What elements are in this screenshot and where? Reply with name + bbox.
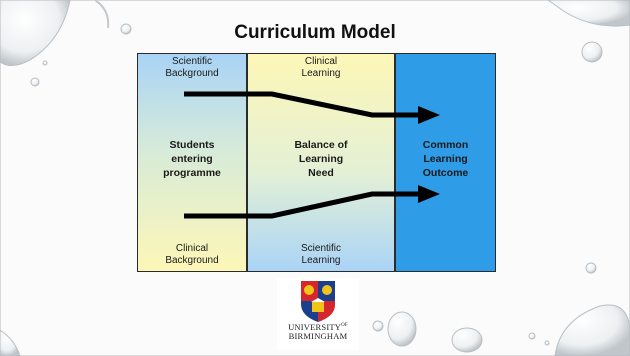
droplet-bottom-4 [528,332,536,340]
droplet-bottom-1 [387,311,417,347]
arrow-lower-path [184,191,420,219]
droplet-bottom-5 [544,340,550,346]
droplet-bottom-2 [372,320,384,332]
droplet-small-3 [42,60,48,66]
label-clinical-learning: Clinical Learning [301,56,341,79]
label-scientific-background: Scientific Background [165,56,219,79]
column-students-entering [137,53,247,272]
label-balance-of-learning: Balance of Learning Need [294,139,348,179]
droplet-bottom-3 [451,327,483,353]
university-crest-logo [277,278,359,350]
droplet-bottom-right [554,304,630,356]
arrow-lower-head [418,185,440,203]
arrow-upper-path [184,91,420,118]
droplet-small-1 [120,23,132,35]
column-balance-of-learning [247,53,395,272]
label-scientific-learning: Scientific Learning [300,243,341,266]
droplet-right-1 [581,41,603,63]
droplet-top-left [0,0,71,66]
slide-title: Curriculum Model [234,22,396,43]
droplet-top-left-arc [94,0,110,29]
arrow-upper-head [418,106,440,124]
droplet-right-2 [585,262,597,274]
label-clinical-background: Clinical Background [165,243,219,266]
label-common-learning-outcome: Common Learning Outcome [422,139,469,179]
university-name: UNIVERSITYOF BIRMINGHAM [288,321,348,341]
droplet-bottom-left [0,329,21,356]
droplet-small-2 [30,77,40,87]
label-students-entering: Students entering programme [163,139,221,179]
column-common-outcome [395,53,496,272]
